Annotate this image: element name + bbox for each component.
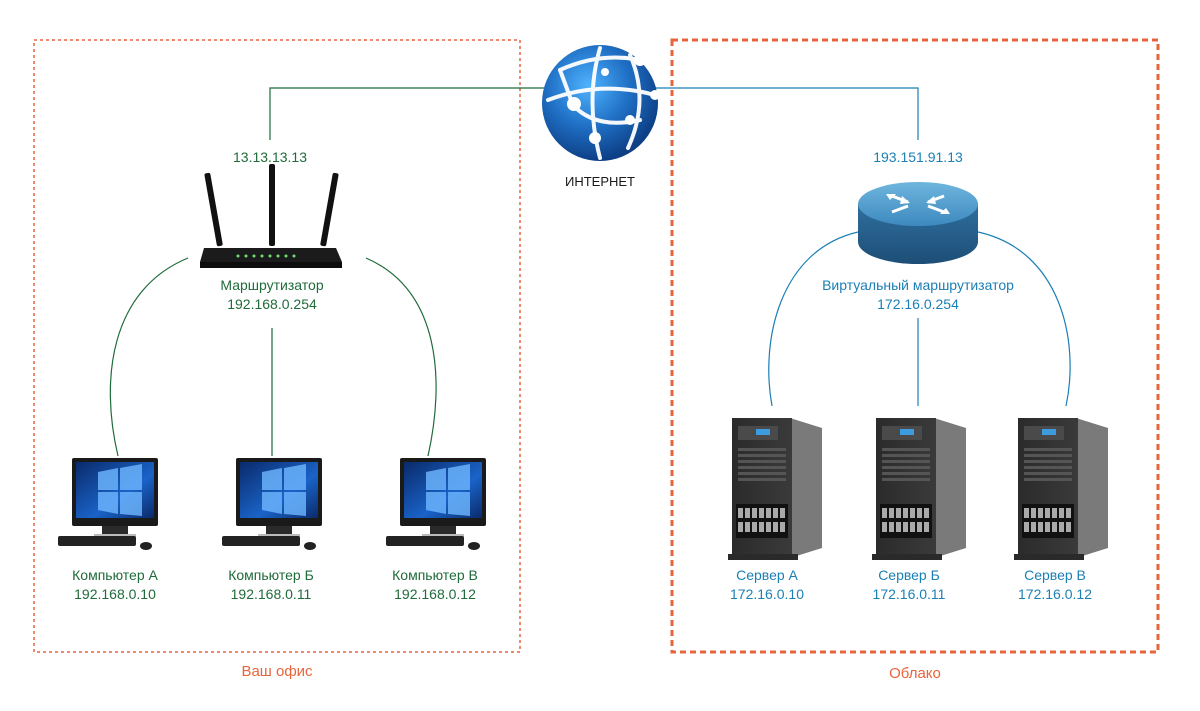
virtual-router-name: Виртуальный маршрутизатор (822, 277, 1014, 293)
computer-c-name: Компьютер В (392, 567, 478, 583)
server-a-label: Сервер А 172.16.0.10 (692, 566, 842, 604)
office-router-wan-ip: 13.13.13.13 (233, 149, 307, 165)
office-wan-link (269, 87, 560, 140)
cloud-router-wan-ip: 193.151.91.13 (873, 149, 963, 165)
cloud-wan-link (650, 87, 919, 140)
computer-c-label: Компьютер В 192.168.0.12 (360, 566, 510, 604)
computer-b-ip: 192.168.0.11 (230, 586, 312, 602)
computer-a-ip: 192.168.0.10 (74, 586, 156, 602)
cloud-link-a (768, 231, 859, 407)
server-b-name: Сервер Б (878, 567, 940, 583)
server-c-name: Сервер В (1024, 567, 1086, 583)
virtual-router-lan-ip: 172.16.0.254 (877, 296, 959, 312)
computer-a-icon (58, 458, 158, 550)
cloud-zone (670, 38, 1160, 654)
server-a-ip: 172.16.0.10 (730, 586, 804, 602)
server-a-icon (728, 418, 822, 560)
server-c-icon (1014, 418, 1108, 560)
internet-label: ИНТЕРНЕТ (564, 174, 635, 189)
computer-a-label: Компьютер А 192.168.0.10 (40, 566, 190, 604)
server-b-icon (872, 418, 966, 560)
cloud-zone-label: Облако (889, 665, 941, 682)
office-router-label: Маршрутизатор 192.168.0.254 (160, 276, 384, 314)
computer-b-name: Компьютер Б (228, 567, 314, 583)
office-link-a (109, 257, 189, 457)
office-zone-label: Ваш офис (241, 663, 313, 680)
server-c-label: Сервер В 172.16.0.12 (980, 566, 1130, 604)
virtual-router-label: Виртуальный маршрутизатор 172.16.0.254 (790, 276, 1046, 314)
computer-c-icon (386, 458, 486, 550)
office-zone (33, 39, 521, 653)
office-router-icon (200, 164, 342, 268)
computer-b-icon (222, 458, 322, 550)
server-b-ip: 172.16.0.11 (872, 586, 946, 602)
computer-c-ip: 192.168.0.12 (394, 586, 476, 602)
office-link-c (365, 257, 437, 457)
server-a-name: Сервер А (736, 567, 798, 583)
server-c-ip: 172.16.0.12 (1018, 586, 1092, 602)
computer-b-label: Компьютер Б 192.168.0.11 (196, 566, 346, 604)
server-b-label: Сервер Б 172.16.0.11 (834, 566, 984, 604)
office-router-name: Маршрутизатор (220, 277, 324, 293)
cloud-link-c (977, 231, 1071, 407)
office-router-lan-ip: 192.168.0.254 (227, 296, 317, 312)
internet-globe-icon (542, 45, 660, 161)
virtual-router-icon (858, 182, 978, 264)
computer-a-name: Компьютер А (72, 567, 158, 583)
